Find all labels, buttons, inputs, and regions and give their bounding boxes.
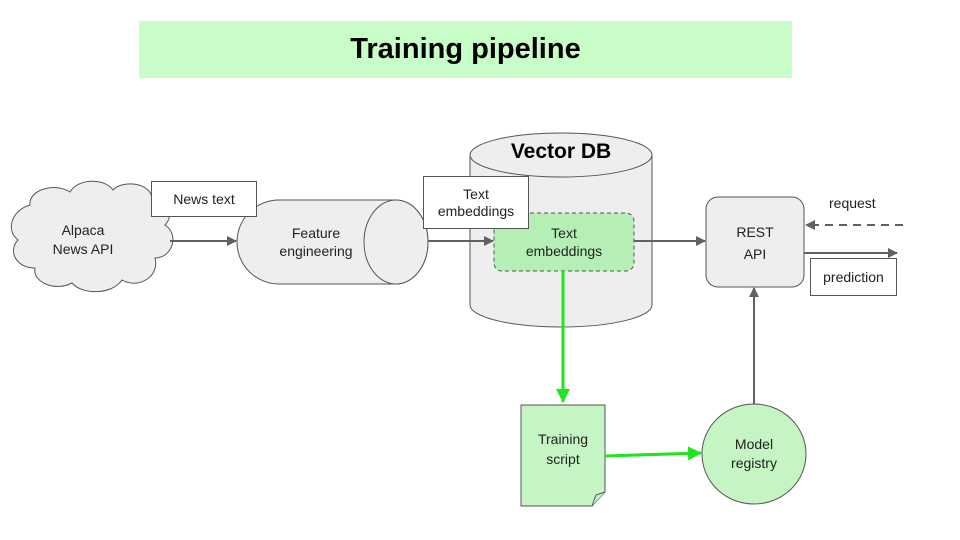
edge-label-news-text: News text [151, 181, 257, 217]
feature-label-line2: engineering [279, 243, 352, 259]
cloud-shape [10, 180, 174, 293]
title-banner: Training pipeline [139, 21, 792, 78]
news-text-label: News text [173, 190, 235, 207]
prediction-label: prediction [823, 268, 884, 285]
rest-api-node[interactable]: REST API [705, 196, 805, 288]
alpaca-label-line2: News API [53, 241, 114, 257]
embeddings-label-line1: Text [551, 225, 577, 241]
training-script-node[interactable]: Training script [520, 404, 606, 507]
alpaca-news-api-node[interactable]: Alpaca News API [10, 180, 174, 293]
rest-label-line2: API [744, 246, 767, 262]
cylinder-end [363, 199, 429, 285]
edge-label-text-embeddings: Text embeddings [423, 176, 529, 229]
rest-label-line1: REST [736, 224, 774, 240]
db-top [469, 132, 653, 178]
edge-label-prediction: prediction [810, 258, 897, 296]
embeddings-label-line2: embeddings [526, 243, 602, 259]
page-title: Training pipeline [350, 33, 581, 65]
registry-label-line2: registry [731, 455, 777, 471]
text-embeddings-label: Text embeddings [437, 185, 515, 219]
training-label-line1: Training [538, 431, 588, 447]
alpaca-label-line1: Alpaca [62, 222, 105, 238]
edge-label-request: request [829, 195, 876, 211]
vector-db-label: Vector DB [511, 140, 611, 163]
vector-db-node[interactable]: Vector DB [469, 132, 653, 328]
request-label: request [829, 195, 876, 211]
model-registry-node[interactable]: Model registry [701, 403, 807, 505]
rest-api-rect [705, 196, 805, 288]
training-label-line2: script [546, 451, 580, 467]
feature-label-line1: Feature [292, 225, 340, 241]
registry-circle [701, 403, 807, 505]
document-fold [591, 491, 606, 507]
feature-engineering-node[interactable]: Feature engineering [236, 199, 429, 285]
edge-training-to-registry [604, 446, 702, 461]
registry-label-line1: Model [735, 436, 773, 452]
